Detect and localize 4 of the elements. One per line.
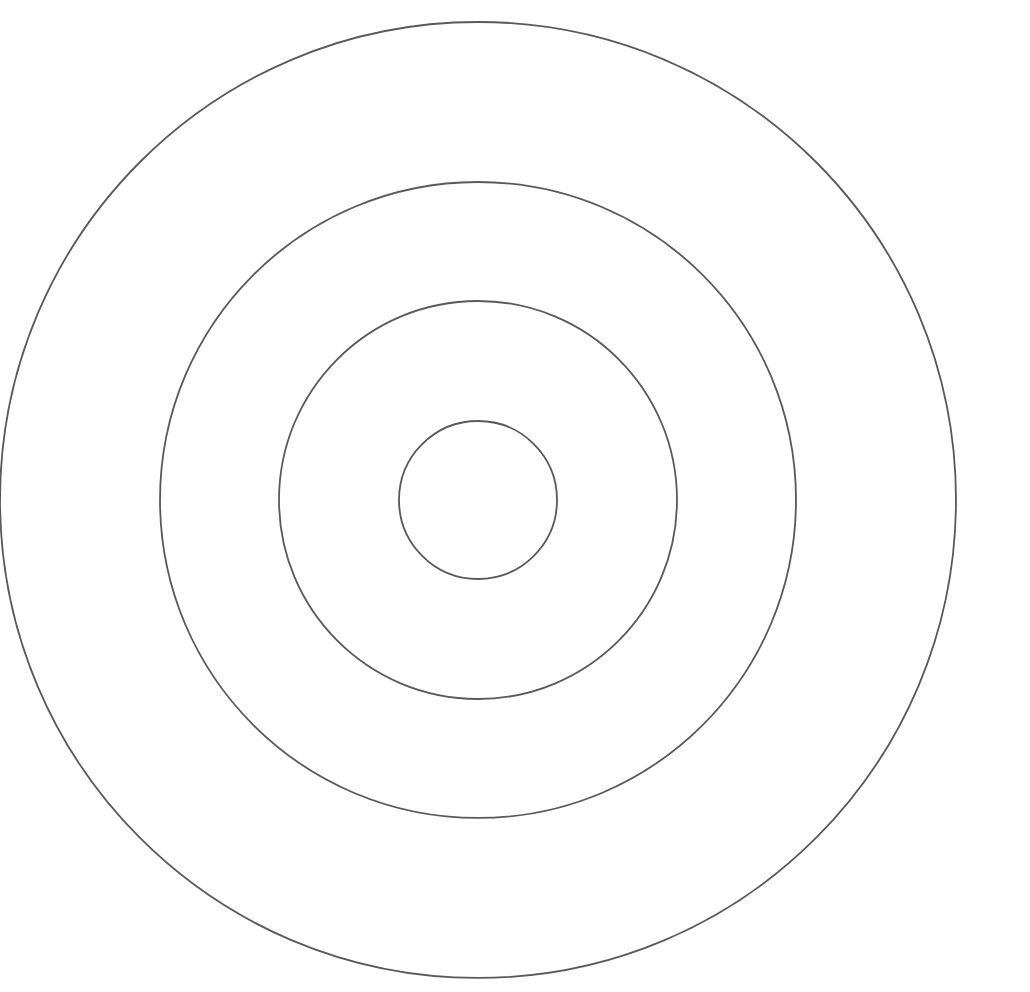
circle — [398, 420, 558, 580]
circle — [159, 181, 797, 819]
circle — [0, 21, 957, 979]
circle — [278, 300, 678, 700]
